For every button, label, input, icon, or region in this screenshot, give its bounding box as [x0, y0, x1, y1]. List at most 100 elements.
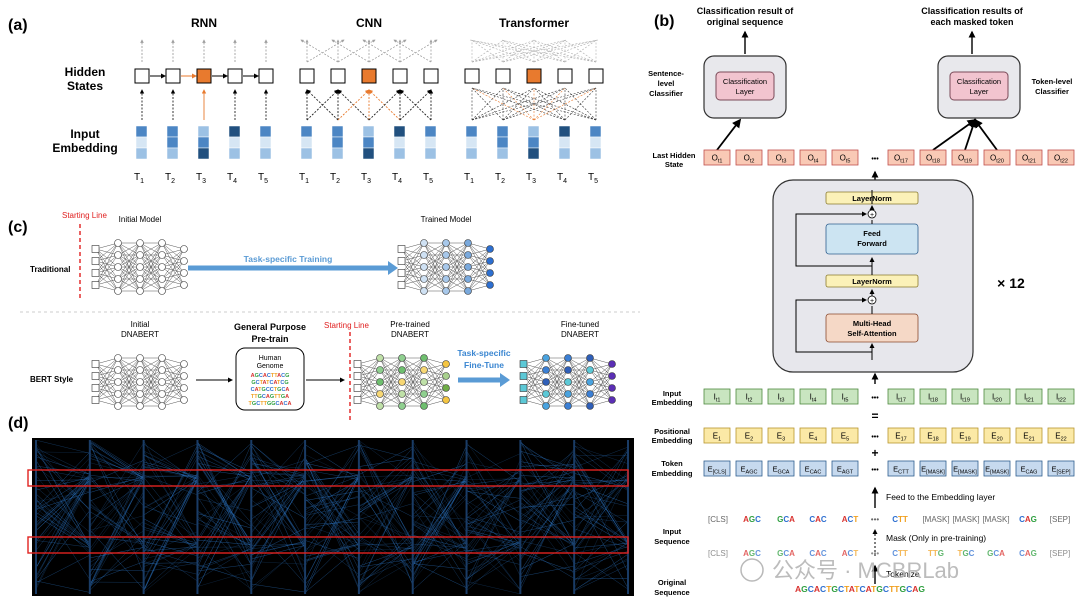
output-token-ellipsis: ••• — [871, 156, 879, 163]
sentence-level-label-1: Sentence- — [648, 69, 684, 78]
residual-add-bottom-symbol: + — [870, 298, 874, 305]
trained-model-net — [398, 240, 494, 295]
finetune-label-1: Task-specific — [457, 348, 511, 358]
original-sequence: AGCACTGCTATCATGCTTGCAG — [795, 584, 925, 594]
net-input-node — [92, 361, 99, 368]
embedding-block — [136, 148, 147, 159]
net-node — [181, 385, 188, 392]
net-node — [377, 391, 384, 398]
net-node — [181, 361, 188, 368]
net-input-node — [92, 385, 99, 392]
embedding-block — [301, 126, 312, 137]
embedding-block — [167, 137, 178, 148]
net-input-node — [398, 282, 405, 289]
net-node — [137, 252, 144, 259]
net-node — [137, 355, 144, 362]
last-hidden-label-2: State — [665, 160, 683, 169]
net-node — [421, 391, 428, 398]
embedding-block — [229, 137, 240, 148]
task-specific-training-label: Task-specific Training — [244, 254, 333, 264]
net-node — [543, 403, 550, 410]
general-pretrain-label-2: Pre-train — [251, 334, 288, 344]
genome-line: AGCACTTACG — [251, 373, 290, 379]
human-genome-label-2: Genome — [257, 363, 284, 370]
embedding-block — [590, 137, 601, 148]
net-node — [565, 355, 572, 362]
embedding-block — [301, 137, 312, 148]
hidden-state-cell — [228, 69, 242, 83]
model-title-rnn: RNN — [191, 16, 217, 30]
attention-in-line — [472, 88, 503, 120]
net-node — [137, 379, 144, 386]
embedding-block — [198, 126, 209, 137]
embedding-block — [332, 137, 343, 148]
attention-out-line — [533, 40, 596, 62]
input-sequence-token: GCA — [777, 515, 795, 524]
net-node — [377, 403, 384, 410]
hidden-state-cell — [300, 69, 314, 83]
net-node — [115, 240, 122, 247]
tokenized-token: CAG — [1019, 549, 1037, 558]
net-node — [159, 240, 166, 247]
token-level-label-2: Classifier — [1035, 87, 1069, 96]
model-title-transformer: Transformer — [499, 16, 569, 30]
token-cls-layer-text-2: Layer — [970, 87, 989, 96]
net-node — [487, 246, 494, 253]
net-node — [609, 385, 616, 392]
hidden-state-cell — [197, 69, 211, 83]
net-node — [399, 355, 406, 362]
token-cls-layer-text-1: Classification — [957, 77, 1001, 86]
net-node — [421, 379, 428, 386]
net-node — [399, 391, 406, 398]
token-classifier-arrow — [975, 120, 997, 150]
net-node — [115, 276, 122, 283]
net-input-node — [92, 373, 99, 380]
net-input-node — [354, 361, 361, 368]
timestep-label: T4 — [557, 172, 567, 185]
embedding-block — [559, 126, 570, 137]
embedding-block — [497, 148, 508, 159]
finetuned-dnabert-net — [520, 355, 616, 410]
finetune-arrow-head — [500, 373, 510, 387]
net-node — [159, 367, 166, 374]
embedding-block — [559, 137, 570, 148]
net-input-node — [354, 385, 361, 392]
hidden-state-cell — [362, 69, 376, 83]
timestep-label: T5 — [588, 172, 598, 185]
initial-dnabert-net — [92, 355, 188, 410]
traditional-label: Traditional — [30, 265, 70, 274]
sentence-result-1: Classification result of — [697, 6, 795, 16]
net-node — [399, 403, 406, 410]
net-node — [181, 373, 188, 380]
conv-out-line — [307, 40, 344, 62]
timestep-label: T2 — [330, 172, 340, 185]
genome-line: GCTATCATCG — [251, 380, 288, 386]
hidden-state-cell — [259, 69, 273, 83]
net-node — [159, 288, 166, 295]
bert-style-label: BERT Style — [30, 375, 74, 384]
initial-dnabert-label-2: DNABERT — [121, 330, 159, 339]
net-input-node — [520, 397, 527, 404]
embedding-block — [590, 148, 601, 159]
net-node — [181, 258, 188, 265]
positional-label-2: Embedding — [652, 436, 693, 445]
pretrained-dnabert-label-1: Pre-trained — [390, 320, 430, 329]
attention-out-line — [472, 40, 598, 62]
embedding-block — [229, 126, 240, 137]
sentence-cls-layer-text-2: Layer — [736, 87, 755, 96]
attention-out-line — [472, 40, 535, 62]
net-input-node — [398, 258, 405, 265]
input-embedding-label-b-2: Embedding — [652, 398, 693, 407]
panel-c-label: (c) — [8, 219, 28, 236]
embedding-block — [363, 137, 374, 148]
tokenized-token: CTT — [892, 549, 908, 558]
genome-line: CATGCCTGCA — [251, 387, 290, 393]
net-node — [137, 391, 144, 398]
net-node — [159, 379, 166, 386]
